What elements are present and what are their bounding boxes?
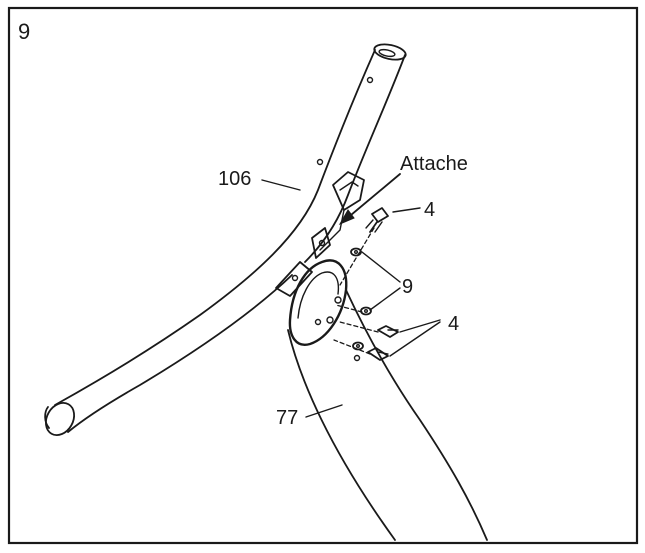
step-number: 9 xyxy=(18,19,30,44)
screw-top xyxy=(365,207,389,233)
tube-77 xyxy=(287,259,488,541)
leader-lines xyxy=(261,173,441,418)
label-screw-top: 4 xyxy=(424,199,435,221)
assembly-guides xyxy=(333,227,379,355)
diagram-frame xyxy=(7,6,639,545)
label-attache: Attache xyxy=(400,153,468,175)
attache-bracket xyxy=(275,171,365,297)
label-part-106: 106 xyxy=(218,168,251,190)
label-screws-bottom: 4 xyxy=(448,313,459,335)
label-washers: 9 xyxy=(402,276,413,298)
washers xyxy=(350,247,372,362)
screws-bottom xyxy=(367,325,399,361)
label-part-77: 77 xyxy=(276,407,298,429)
